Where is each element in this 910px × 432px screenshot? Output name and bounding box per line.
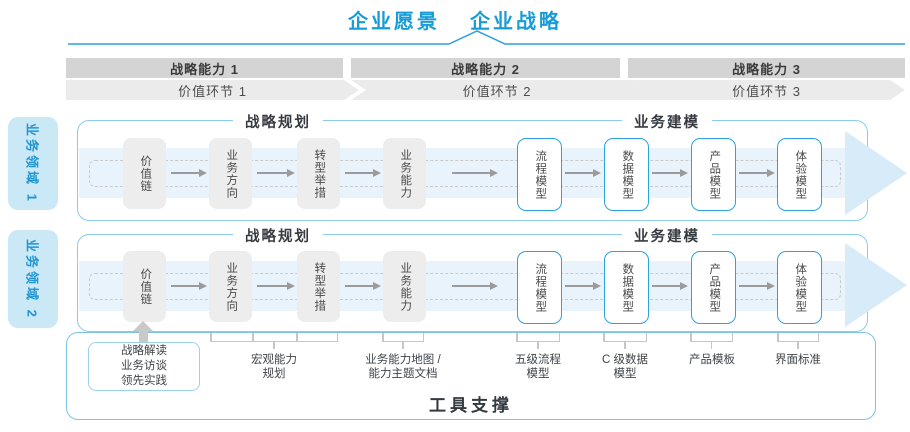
step-arrow-icon <box>452 282 498 289</box>
brace-tick <box>252 333 254 341</box>
step-arrow-icon <box>257 282 295 289</box>
annotation-capability-map: 业务能力地图 / 能力主题文档 <box>365 354 441 380</box>
box-business-direction: 业务方向 <box>209 251 252 322</box>
brace-stem <box>402 341 404 349</box>
annotation-process-model: 五级流程 模型 <box>515 354 561 380</box>
brace-connector <box>603 333 647 349</box>
brace-stem <box>710 341 712 349</box>
brace-connector <box>777 333 819 349</box>
value-link-arrow-3: 价值环节 3 <box>628 80 905 100</box>
brace-tick <box>731 333 733 341</box>
value-link-arrow-2: 价值环节 2 <box>351 80 643 100</box>
brace-tick <box>777 333 779 341</box>
up-arrow-icon <box>133 321 153 342</box>
box-product-model: 产品模型 <box>691 138 736 211</box>
brace-tick <box>382 333 384 341</box>
tools-support-title: 工具支撑 <box>429 396 513 415</box>
brace-stem <box>797 341 799 349</box>
step-arrow-icon <box>739 169 775 176</box>
box-transform-initiative: 转型举措 <box>297 138 340 209</box>
section-title-strategic-planning: 战略规划 <box>233 111 323 132</box>
brace-tick <box>690 333 692 341</box>
vision-title: 企业愿景 <box>348 11 440 33</box>
brace-tick <box>336 333 338 341</box>
brace-tick <box>603 333 605 341</box>
brace-stem <box>624 341 626 349</box>
section-title-business-modeling: 业务建模 <box>622 111 712 132</box>
domain-row-2: 价值链 业务方向 转型举措 业务能力 流程模型 数据模型 产品模型 体验模型 战… <box>77 225 907 332</box>
box-transform-initiative: 转型举措 <box>297 251 340 322</box>
capability-bar-1: 战略能力 1 <box>66 58 343 78</box>
brace-connector <box>690 333 733 349</box>
brace-tick <box>645 333 647 341</box>
box-process-model: 流程模型 <box>517 251 562 324</box>
dashed-track <box>89 160 841 187</box>
step-arrow-icon <box>739 282 775 289</box>
step-arrow-icon <box>257 169 295 176</box>
box-experience-model: 体验模型 <box>777 251 822 324</box>
step-arrow-icon <box>452 169 498 176</box>
brace-tick <box>210 333 212 341</box>
brace-tick <box>558 333 560 341</box>
section-title-strategic-planning: 战略规划 <box>233 225 323 246</box>
box-value-chain: 价值链 <box>123 138 166 209</box>
box-business-capability: 业务能力 <box>383 251 426 322</box>
brace-tick <box>516 333 518 341</box>
brace-connector <box>382 333 424 349</box>
strategy-title: 企业战略 <box>470 11 562 33</box>
brace-tick <box>296 333 298 341</box>
box-data-model: 数据模型 <box>604 251 649 324</box>
brace-stem <box>273 341 275 349</box>
box-data-model: 数据模型 <box>604 138 649 211</box>
brace-connector <box>516 333 560 349</box>
step-arrow-icon <box>652 282 688 289</box>
box-business-capability: 业务能力 <box>383 138 426 209</box>
brace-tick <box>422 333 424 341</box>
box-experience-model: 体验模型 <box>777 138 822 211</box>
box-product-model: 产品模型 <box>691 251 736 324</box>
step-arrow-icon <box>565 282 601 289</box>
annotation-ui-standard: 界面标准 <box>775 354 821 366</box>
domain-row-1: 价值链 业务方向 转型举措 业务能力 流程模型 数据模型 产品模型 体验模型 战… <box>77 111 907 221</box>
value-link-arrow-1: 价值环节 1 <box>66 80 359 100</box>
flow-arrowhead-icon <box>845 131 907 215</box>
annotation-product-template: 产品模板 <box>689 354 735 366</box>
step-arrow-icon <box>565 169 601 176</box>
section-title-business-modeling: 业务建模 <box>622 225 712 246</box>
step-arrow-icon <box>345 282 381 289</box>
box-value-chain: 价值链 <box>123 251 166 322</box>
domain-label-2: 业务领域 2 <box>8 230 58 328</box>
capability-bar-3: 战略能力 3 <box>628 58 905 78</box>
brace-tick <box>817 333 819 341</box>
step-arrow-icon <box>171 169 207 176</box>
brace-connector <box>210 333 338 349</box>
vision-strategy-header: 企业愿景 企业战略 <box>0 5 910 34</box>
flow-arrowhead-icon <box>845 243 907 327</box>
insight-methods-box: 战略解读 业务访谈 领先实践 <box>88 342 200 391</box>
annotation-macro-capability: 宏观能力 规划 <box>251 354 297 380</box>
brace-stem <box>537 341 539 349</box>
step-arrow-icon <box>652 169 688 176</box>
box-business-direction: 业务方向 <box>209 138 252 209</box>
capability-bar-2: 战略能力 2 <box>351 58 620 78</box>
vision-pointer-line <box>68 30 905 45</box>
tools-support-panel: 工具支撑 <box>66 332 876 420</box>
step-arrow-icon <box>171 282 207 289</box>
box-process-model: 流程模型 <box>517 138 562 211</box>
annotation-data-model: C 级数据 模型 <box>602 354 648 380</box>
domain-label-1: 业务领域 1 <box>8 117 58 210</box>
step-arrow-icon <box>345 169 381 176</box>
dashed-track <box>89 273 841 300</box>
